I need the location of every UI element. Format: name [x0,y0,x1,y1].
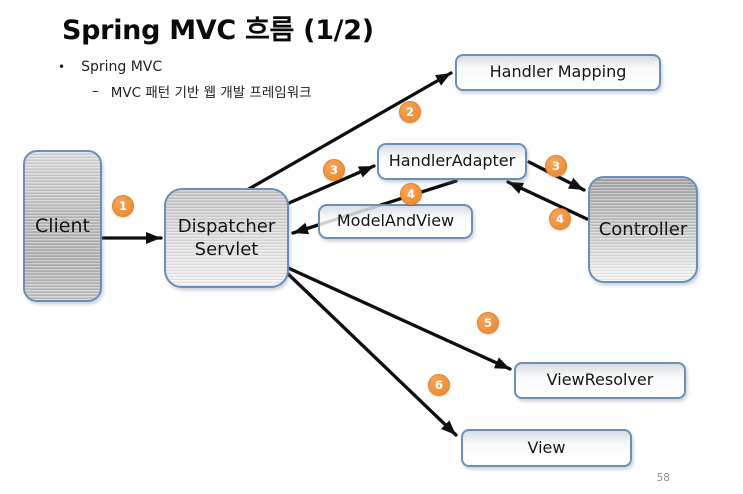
step-badge-3-right: 3 [545,155,567,177]
node-dispatcher-servlet: Dispatcher Servlet [164,188,289,288]
node-model-and-view-label: ModelAndView [336,211,455,231]
page-number: 58 [656,472,670,484]
node-handler-mapping: Handler Mapping [455,54,661,91]
node-client-label: Client [34,214,90,237]
arrow-step6-dispatcher-to-view [283,269,458,437]
arrow-step3-dispatcher-to-handler-adapter [287,164,376,205]
step-badge-4-left: 4 [400,183,422,205]
node-dispatcher-servlet-label: Dispatcher Servlet [177,215,276,260]
bullet-item: • Spring MVC [58,59,162,75]
dash-icon: – [92,83,99,99]
arrow-step4-controller-to-handler-adapter [506,180,589,221]
step-badge-2: 2 [399,101,421,123]
sub-bullet-item: – MVC 패턴 기반 웹 개발 프레임워크 [92,81,312,101]
node-model-and-view: ModelAndView [318,204,473,239]
arrow-step2-dispatcher-to-handler-mapping [245,71,453,192]
sub-bullet-text: MVC 패턴 기반 웹 개발 프레임워크 [110,85,312,101]
bullet-icon: • [58,60,66,74]
node-view: View [461,429,632,467]
node-controller: Controller [588,176,698,283]
node-view-resolver: ViewResolver [514,362,686,399]
node-client: Client [23,150,102,302]
slide-title: Spring MVC 흐름 (1/2) [62,15,374,46]
step-badge-4-right: 4 [549,208,571,230]
node-handler-mapping-label: Handler Mapping [489,62,627,82]
node-handler-adapter: HandlerAdapter [377,143,527,180]
step-badge-5: 5 [477,312,499,334]
node-handler-adapter-label: HandlerAdapter [388,151,516,171]
node-view-resolver-label: ViewResolver [546,370,654,390]
step-badge-1: 1 [112,195,134,217]
node-controller-label: Controller [598,218,688,240]
node-view-label: View [527,437,566,457]
arrow-step5-dispatcher-to-view-resolver [284,265,512,371]
step-badge-6: 6 [428,374,450,396]
bullet-text: Spring MVC [81,59,163,75]
step-badge-3-left: 3 [323,159,345,181]
